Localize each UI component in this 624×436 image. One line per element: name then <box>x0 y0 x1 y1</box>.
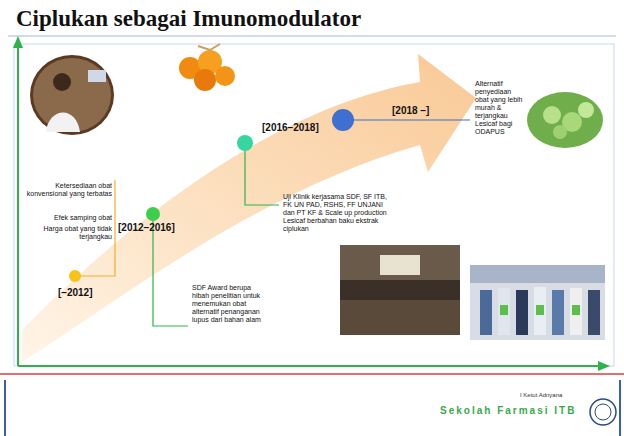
note-text: Ketersediaan obat konvensional yang terb… <box>20 182 112 198</box>
plant-photo <box>527 92 603 148</box>
timeline-dot <box>69 270 81 282</box>
period-label: [2012–2016] <box>118 222 175 234</box>
timeline-dot <box>146 207 160 221</box>
axis <box>17 46 19 366</box>
axis <box>18 365 600 367</box>
frame <box>619 380 621 436</box>
title-rule <box>8 35 616 36</box>
note-text: Uji Klinik kerjasama SDF, SF ITB, FK UN … <box>283 193 395 233</box>
author-name: I Ketut Adnyana <box>520 392 562 399</box>
group-photo <box>470 265 605 340</box>
period-label: [–2012] <box>58 287 92 299</box>
big-arrow <box>22 54 476 362</box>
note-text: SDF Award berupa hibah penelitian untuk … <box>192 284 264 324</box>
frame <box>14 44 614 366</box>
institution-name: Sekolah Farmasi ITB <box>440 405 576 417</box>
arrowhead <box>598 361 610 371</box>
period-label: [2016–2018] <box>262 122 319 134</box>
note-text: Efek samping obat <box>20 214 112 222</box>
leader-line <box>245 143 279 205</box>
hall-photo <box>340 245 460 335</box>
timeline-dot <box>332 109 354 131</box>
period-label: [2018 –] <box>392 105 429 117</box>
fruit-photo <box>179 44 235 91</box>
timeline-dot <box>237 135 253 151</box>
speaker-photo <box>30 55 114 135</box>
arrowhead <box>13 36 23 48</box>
frame <box>4 380 6 436</box>
note-text: Alternatif penyediaan obat yang lebih mu… <box>475 80 525 136</box>
logo <box>590 399 616 425</box>
note-text: Harga obat yang tidak terjangkau <box>20 225 112 241</box>
title: Ciplukan sebagai Imunomodulator <box>16 6 361 32</box>
footer-rule <box>0 373 624 375</box>
leader-line <box>343 119 470 120</box>
